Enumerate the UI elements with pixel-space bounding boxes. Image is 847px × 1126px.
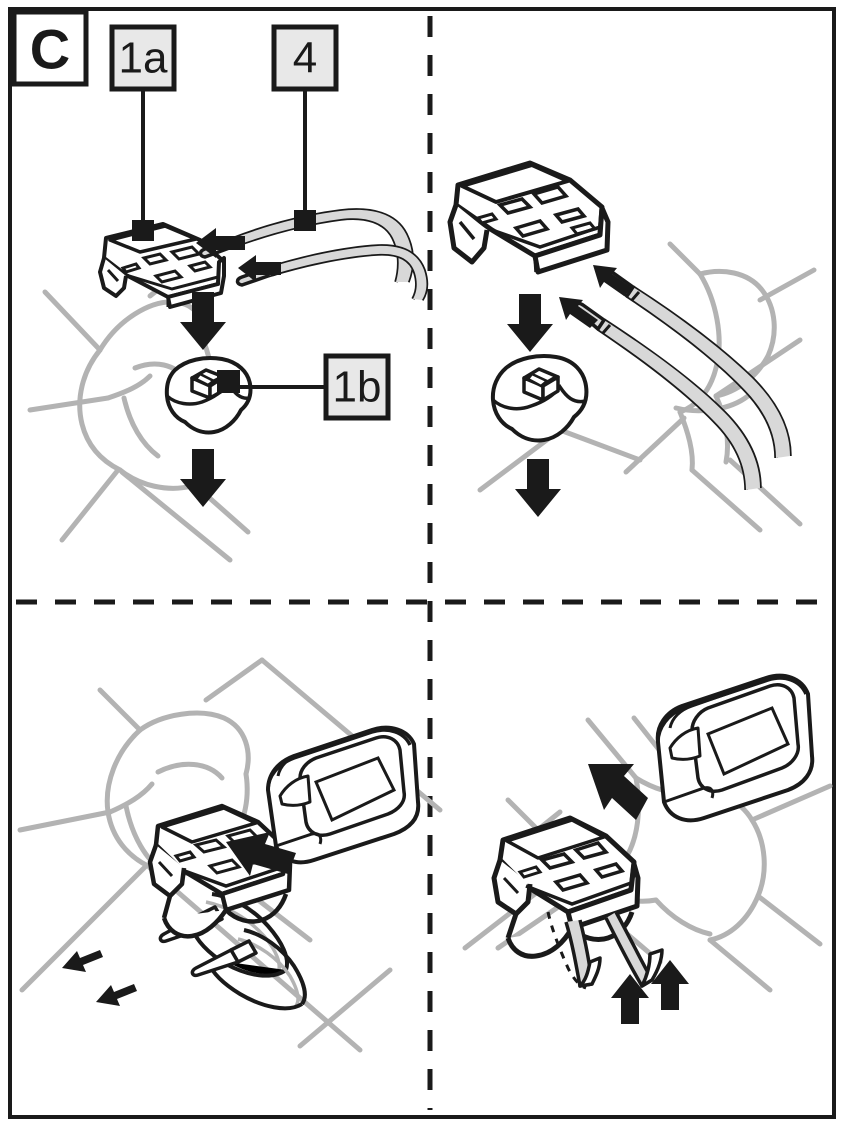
down-arrow-pad <box>180 449 226 507</box>
left-arrow-strap-upper <box>196 228 245 258</box>
zip-tie-tails-bl <box>158 892 307 1011</box>
leader-terminal-1b <box>217 370 240 393</box>
mount-bracket-1a <box>98 222 226 309</box>
pull-arrow-upper <box>62 950 103 972</box>
mount-bracket-on-bar-bl <box>147 803 293 939</box>
callout-1a[interactable]: 1a <box>109 24 177 92</box>
section-badge-label: C <box>30 18 70 81</box>
leader-terminal-1a <box>132 220 154 241</box>
leader-terminal-4 <box>294 210 316 231</box>
panel-top-left <box>27 208 429 563</box>
left-arrow-strap-lower-tr <box>559 297 598 328</box>
down-arrow-mount-tr <box>507 294 553 352</box>
callout-1a-box[interactable] <box>109 24 177 92</box>
callout-1b[interactable]: 1b <box>323 353 391 421</box>
panel-top-right <box>447 160 817 533</box>
section-badge: C <box>11 9 89 87</box>
pull-arrow-lower <box>96 984 137 1006</box>
callout-4[interactable]: 4 <box>271 24 339 92</box>
down-arrow-pad-tr <box>515 459 561 517</box>
bike-computer-bl <box>266 725 421 865</box>
callout-1a-label: 1a <box>119 34 168 83</box>
zip-tie-cut-ends-br <box>546 911 664 990</box>
dashed-quadrant-divider <box>16 16 828 1110</box>
panel-bottom-left <box>17 657 443 1053</box>
callout-4-box[interactable] <box>271 24 339 92</box>
callout-leaders <box>132 89 326 393</box>
left-arrow-strap-lower <box>238 255 281 282</box>
mount-bracket-tr <box>447 160 611 275</box>
slide-arrow-computer-bl <box>226 832 296 876</box>
left-arrow-strap-upper-tr <box>593 265 632 296</box>
mount-bracket-on-bar-br <box>491 815 641 959</box>
bike-computer-br <box>655 673 815 823</box>
callout-1b-box[interactable] <box>323 353 391 421</box>
callout-4-label: 4 <box>293 34 317 83</box>
panel-bottom-right <box>462 673 833 1024</box>
outer-frame <box>8 7 836 1119</box>
section-badge-box <box>11 9 89 87</box>
slide-arrow-computer-br <box>588 764 648 820</box>
callout-1b-label: 1b <box>333 363 382 412</box>
rubber-pad-tr <box>490 354 589 443</box>
rubber-pad-1b <box>164 356 253 435</box>
zip-tie-pair-tr <box>573 268 792 491</box>
